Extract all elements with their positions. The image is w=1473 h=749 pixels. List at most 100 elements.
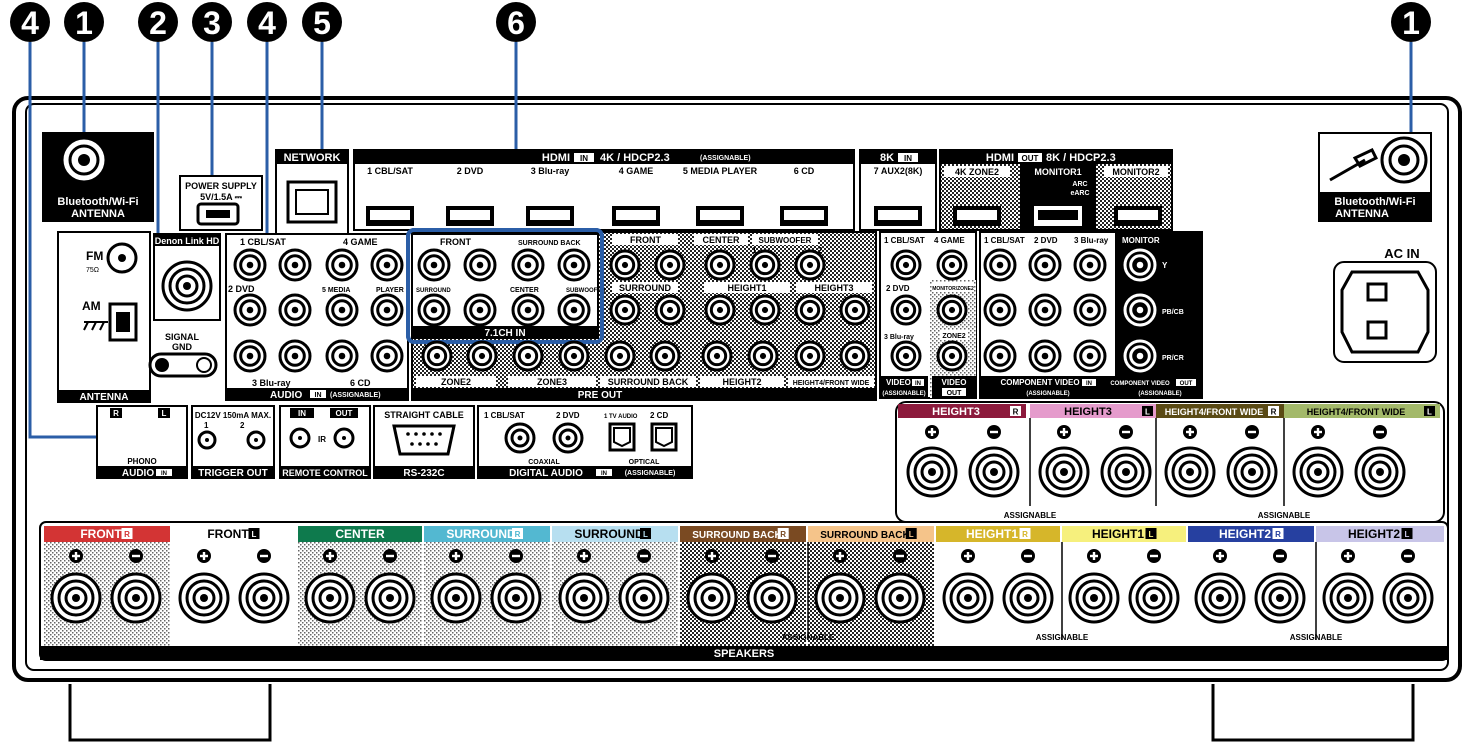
ch71-jack-icon[interactable] (557, 248, 591, 282)
audio-in-jack-icon[interactable] (325, 293, 359, 327)
remote-out-jack-icon[interactable] (333, 427, 355, 449)
speaker-terminal-plus-icon[interactable] (814, 572, 866, 624)
speaker-terminal-plus-icon[interactable] (430, 572, 482, 624)
hdmi-port-icon[interactable] (780, 206, 828, 226)
speaker-terminal-plus-icon[interactable] (1322, 572, 1374, 624)
speaker-terminal-minus-icon[interactable] (364, 572, 416, 624)
pre-out-jack-icon[interactable] (704, 294, 736, 326)
coaxial-1-jack-icon[interactable] (504, 422, 536, 454)
hdmi-port-icon[interactable] (696, 206, 744, 226)
hdmi-out-monitor2-port-icon[interactable] (1114, 206, 1162, 226)
component-in-jack-icon[interactable] (1073, 339, 1107, 373)
speaker-terminal-minus-icon[interactable] (1002, 572, 1054, 624)
component-in-jack-icon[interactable] (1028, 339, 1062, 373)
pre-out-jack-icon[interactable] (749, 294, 781, 326)
speaker-terminal-plus-icon[interactable] (178, 572, 230, 624)
video-jack-icon[interactable] (936, 249, 968, 281)
speaker-terminal-plus-icon[interactable] (304, 572, 356, 624)
speaker-terminal-minus-icon[interactable] (110, 572, 162, 624)
pre-out-jack-icon[interactable] (609, 294, 641, 326)
speaker-terminal-minus-icon[interactable] (1128, 572, 1180, 624)
pre-out-jack-icon[interactable] (839, 340, 871, 372)
ch71-jack-icon[interactable] (463, 293, 497, 327)
hdmi-out-monitor1-port-icon[interactable] (1034, 206, 1082, 226)
pre-out-jack-icon[interactable] (558, 340, 590, 372)
audio-in-jack-icon[interactable] (278, 339, 312, 373)
pre-out-jack-icon[interactable] (747, 340, 779, 372)
pre-out-jack-icon[interactable] (749, 249, 781, 281)
audio-in-jack-icon[interactable] (325, 248, 359, 282)
audio-in-jack-icon[interactable] (278, 248, 312, 282)
video-jack-icon[interactable] (890, 294, 922, 326)
speaker-terminal-plus-icon[interactable] (1164, 446, 1216, 498)
speaker-terminal-plus-icon[interactable] (1068, 572, 1120, 624)
trigger-jack-1-icon[interactable] (197, 430, 217, 450)
component-in-jack-icon[interactable] (983, 293, 1017, 327)
pre-out-jack-icon[interactable] (839, 294, 871, 326)
speaker-terminal-plus-icon[interactable] (906, 446, 958, 498)
speaker-terminal-minus-icon[interactable] (1254, 572, 1306, 624)
hdmi-port-icon[interactable] (612, 206, 660, 226)
audio-in-jack-icon[interactable] (370, 248, 404, 282)
speaker-terminal-minus-icon[interactable] (618, 572, 670, 624)
ch71-jack-icon[interactable] (511, 248, 545, 282)
audio-in-jack-icon[interactable] (233, 293, 267, 327)
pre-out-jack-icon[interactable] (794, 249, 826, 281)
component-in-jack-icon[interactable] (983, 339, 1017, 373)
speaker-terminal-minus-icon[interactable] (490, 572, 542, 624)
pre-out-jack-icon[interactable] (701, 340, 733, 372)
speaker-terminal-plus-icon[interactable] (942, 572, 994, 624)
pre-out-jack-icon[interactable] (609, 249, 641, 281)
pre-out-jack-icon[interactable] (649, 340, 681, 372)
component-in-jack-icon[interactable] (1073, 293, 1107, 327)
remote-in-jack-icon[interactable] (289, 427, 311, 449)
pre-out-jack-icon[interactable] (466, 340, 498, 372)
pre-out-jack-icon[interactable] (512, 340, 544, 372)
hdmi-port-icon[interactable] (446, 206, 494, 226)
pre-out-jack-icon[interactable] (794, 340, 826, 372)
pre-out-jack-icon[interactable] (794, 294, 826, 326)
ch71-jack-icon[interactable] (511, 293, 545, 327)
audio-in-jack-icon[interactable] (325, 339, 359, 373)
ch71-jack-icon[interactable] (463, 248, 497, 282)
pre-out-jack-icon[interactable] (421, 340, 453, 372)
pre-out-jack-icon[interactable] (654, 294, 686, 326)
denon-link-jack-icon[interactable] (161, 260, 213, 312)
video-jack-icon[interactable] (936, 294, 968, 326)
speaker-terminal-plus-icon[interactable] (50, 572, 102, 624)
hdmi-port-icon[interactable] (526, 206, 574, 226)
audio-in-jack-icon[interactable] (370, 293, 404, 327)
speaker-terminal-minus-icon[interactable] (1382, 572, 1434, 624)
ch71-jack-icon[interactable] (417, 293, 451, 327)
audio-in-jack-icon[interactable] (233, 339, 267, 373)
video-jack-icon[interactable] (936, 340, 968, 372)
speaker-terminal-minus-icon[interactable] (874, 572, 926, 624)
speaker-terminal-minus-icon[interactable] (1100, 446, 1152, 498)
speaker-terminal-minus-icon[interactable] (968, 446, 1020, 498)
optical-1-jack-icon[interactable] (608, 422, 636, 452)
rs232c-port-icon[interactable] (392, 424, 456, 456)
audio-in-jack-icon[interactable] (233, 248, 267, 282)
speaker-terminal-plus-icon[interactable] (686, 572, 738, 624)
speaker-terminal-minus-icon[interactable] (1226, 446, 1278, 498)
speaker-terminal-plus-icon[interactable] (1194, 572, 1246, 624)
coaxial-2-jack-icon[interactable] (552, 422, 584, 454)
trigger-jack-2-icon[interactable] (246, 430, 266, 450)
speaker-terminal-plus-icon[interactable] (558, 572, 610, 624)
component-in-jack-icon[interactable] (1073, 248, 1107, 282)
hdmi-8k-port-icon[interactable] (874, 206, 922, 226)
speaker-terminal-minus-icon[interactable] (1354, 446, 1406, 498)
ch71-jack-icon[interactable] (557, 293, 591, 327)
component-out-jack-icon[interactable] (1123, 339, 1157, 373)
hdmi-port-icon[interactable] (366, 206, 414, 226)
signal-gnd-screw-icon[interactable] (148, 352, 218, 378)
component-in-jack-icon[interactable] (983, 248, 1017, 282)
audio-in-jack-icon[interactable] (370, 339, 404, 373)
component-out-jack-icon[interactable] (1123, 248, 1157, 282)
video-jack-icon[interactable] (890, 249, 922, 281)
speaker-terminal-plus-icon[interactable] (1038, 446, 1090, 498)
speaker-terminal-plus-icon[interactable] (1292, 446, 1344, 498)
pre-out-jack-icon[interactable] (704, 249, 736, 281)
component-in-jack-icon[interactable] (1028, 293, 1062, 327)
ch71-jack-icon[interactable] (417, 248, 451, 282)
